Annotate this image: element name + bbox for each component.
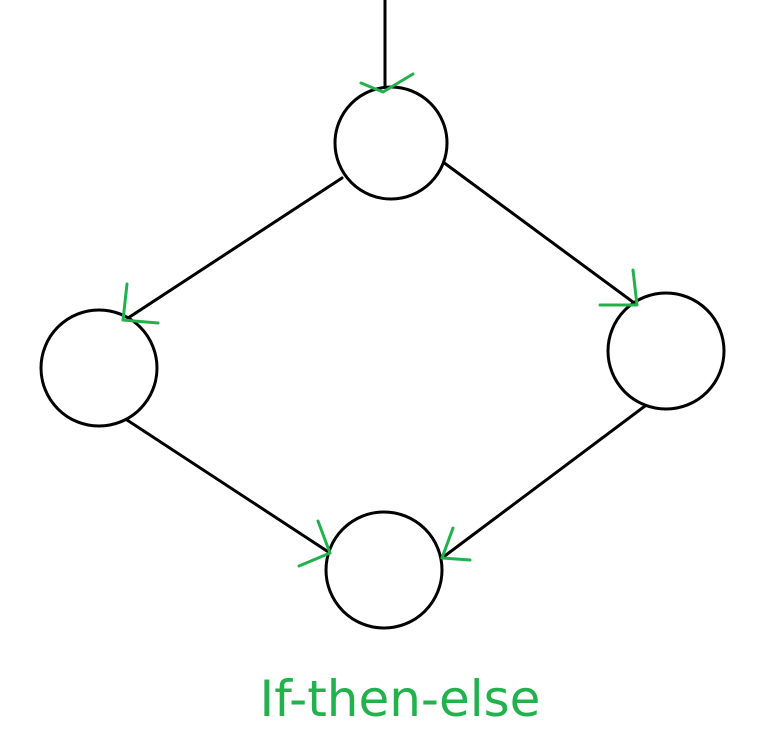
edge-entry-to-else <box>441 160 639 307</box>
arrowhead-then-to-merge <box>297 519 332 568</box>
diagram-caption: If-then-else <box>259 670 541 728</box>
arrowhead-entry-to-then <box>121 282 160 325</box>
edge-else-to-merge <box>440 404 647 560</box>
edge-entry-to-then <box>123 176 344 322</box>
arrowhead-else-to-merge <box>440 526 472 562</box>
node-merge <box>324 510 444 630</box>
arrowhead-start-to-entry <box>359 72 415 94</box>
node-then <box>39 308 159 428</box>
arrowhead-entry-to-else <box>598 268 639 307</box>
node-entry <box>333 85 449 201</box>
edge-then-to-merge <box>125 418 332 555</box>
node-else <box>606 291 726 411</box>
